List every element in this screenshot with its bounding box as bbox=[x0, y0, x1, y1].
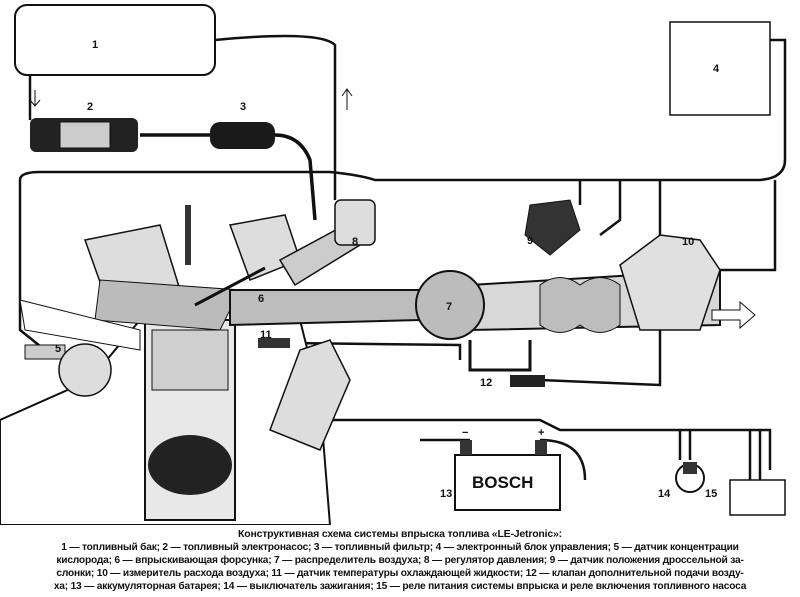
air-inlet-arrow-icon bbox=[711, 300, 756, 330]
label-2: 2 bbox=[87, 101, 93, 113]
caption-line: слонки; 10 — измеритель расхода воздуха;… bbox=[56, 568, 744, 579]
fuel-injection-diagram: BOSCH − + 1 2 3 4 5 6 7 8 9 10 11 12 13 … bbox=[0, 4, 787, 525]
component-labels: 1 2 3 4 5 6 7 8 9 10 11 12 13 14 15 bbox=[55, 39, 720, 500]
cylinder-head bbox=[94, 279, 241, 331]
ignition-harness bbox=[330, 418, 772, 470]
fuel-return-line bbox=[214, 34, 337, 200]
battery-plus-sign: + bbox=[538, 427, 544, 439]
exhaust-pipe bbox=[19, 299, 141, 351]
label-6: 6 bbox=[258, 293, 264, 305]
label-10: 10 bbox=[682, 236, 694, 248]
pressure-regulator bbox=[334, 199, 376, 246]
battery-minus-sign: − bbox=[462, 427, 468, 439]
label-13: 13 bbox=[440, 488, 452, 500]
label-7: 7 bbox=[446, 301, 452, 313]
piston bbox=[151, 329, 229, 391]
relay-box bbox=[729, 479, 786, 516]
electronic-control-unit bbox=[669, 21, 771, 116]
ecu-harness-top bbox=[18, 38, 787, 182]
label-9: 9 bbox=[527, 235, 533, 247]
caption-line: ха; 13 — аккумуляторная батарея; 14 — вы… bbox=[53, 581, 747, 592]
auxiliary-air-valve-body bbox=[510, 375, 545, 387]
ignition-distributor bbox=[269, 339, 351, 451]
fuel-pump bbox=[30, 118, 138, 152]
ignition-switch bbox=[675, 462, 705, 493]
label-4: 4 bbox=[713, 63, 720, 75]
lambda-wire bbox=[18, 180, 46, 351]
airflow-meter-wire bbox=[720, 180, 777, 272]
fuel-tank bbox=[14, 4, 216, 76]
relay-wires bbox=[678, 430, 762, 480]
fuel-filter bbox=[210, 122, 275, 149]
label-5: 5 bbox=[55, 343, 61, 355]
lambda-sensor bbox=[24, 343, 112, 397]
crankshaft bbox=[148, 435, 232, 495]
fuel-return-arrow-up-icon bbox=[341, 88, 353, 110]
spark-plug bbox=[185, 205, 191, 265]
caption-line: кислорода; 6 — впрыскивающая форсунка; 7… bbox=[56, 555, 744, 566]
battery: BOSCH − + bbox=[454, 427, 561, 511]
label-8: 8 bbox=[352, 236, 358, 248]
battery-brand-logo: BOSCH bbox=[472, 473, 533, 492]
airflow-meter bbox=[619, 234, 721, 331]
label-1: 1 bbox=[92, 39, 98, 51]
label-11: 11 bbox=[260, 329, 272, 341]
coolant-temperature-sensor bbox=[258, 338, 290, 348]
throttle-position-sensor bbox=[524, 199, 581, 256]
label-15: 15 bbox=[705, 488, 717, 500]
label-3: 3 bbox=[240, 101, 246, 113]
wiring bbox=[18, 34, 787, 481]
bellows bbox=[539, 277, 621, 333]
engine bbox=[0, 205, 332, 525]
caption-line: 1 — топливный бак; 2 — топливный электро… bbox=[61, 542, 739, 553]
label-12: 12 bbox=[480, 377, 492, 389]
auxiliary-air-valve bbox=[468, 340, 532, 372]
figure-caption: Конструктивная схема системы впрыска топ… bbox=[0, 528, 800, 593]
fuel-pressure-line bbox=[140, 133, 317, 221]
injector-nozzle bbox=[194, 266, 266, 307]
air-distributor bbox=[415, 270, 485, 340]
fuel-flow-arrow-down-icon bbox=[29, 90, 41, 107]
caption-title: Конструктивная схема системы впрыска топ… bbox=[238, 528, 562, 540]
throttle-sensor-wire bbox=[578, 180, 622, 236]
label-14: 14 bbox=[658, 488, 671, 500]
